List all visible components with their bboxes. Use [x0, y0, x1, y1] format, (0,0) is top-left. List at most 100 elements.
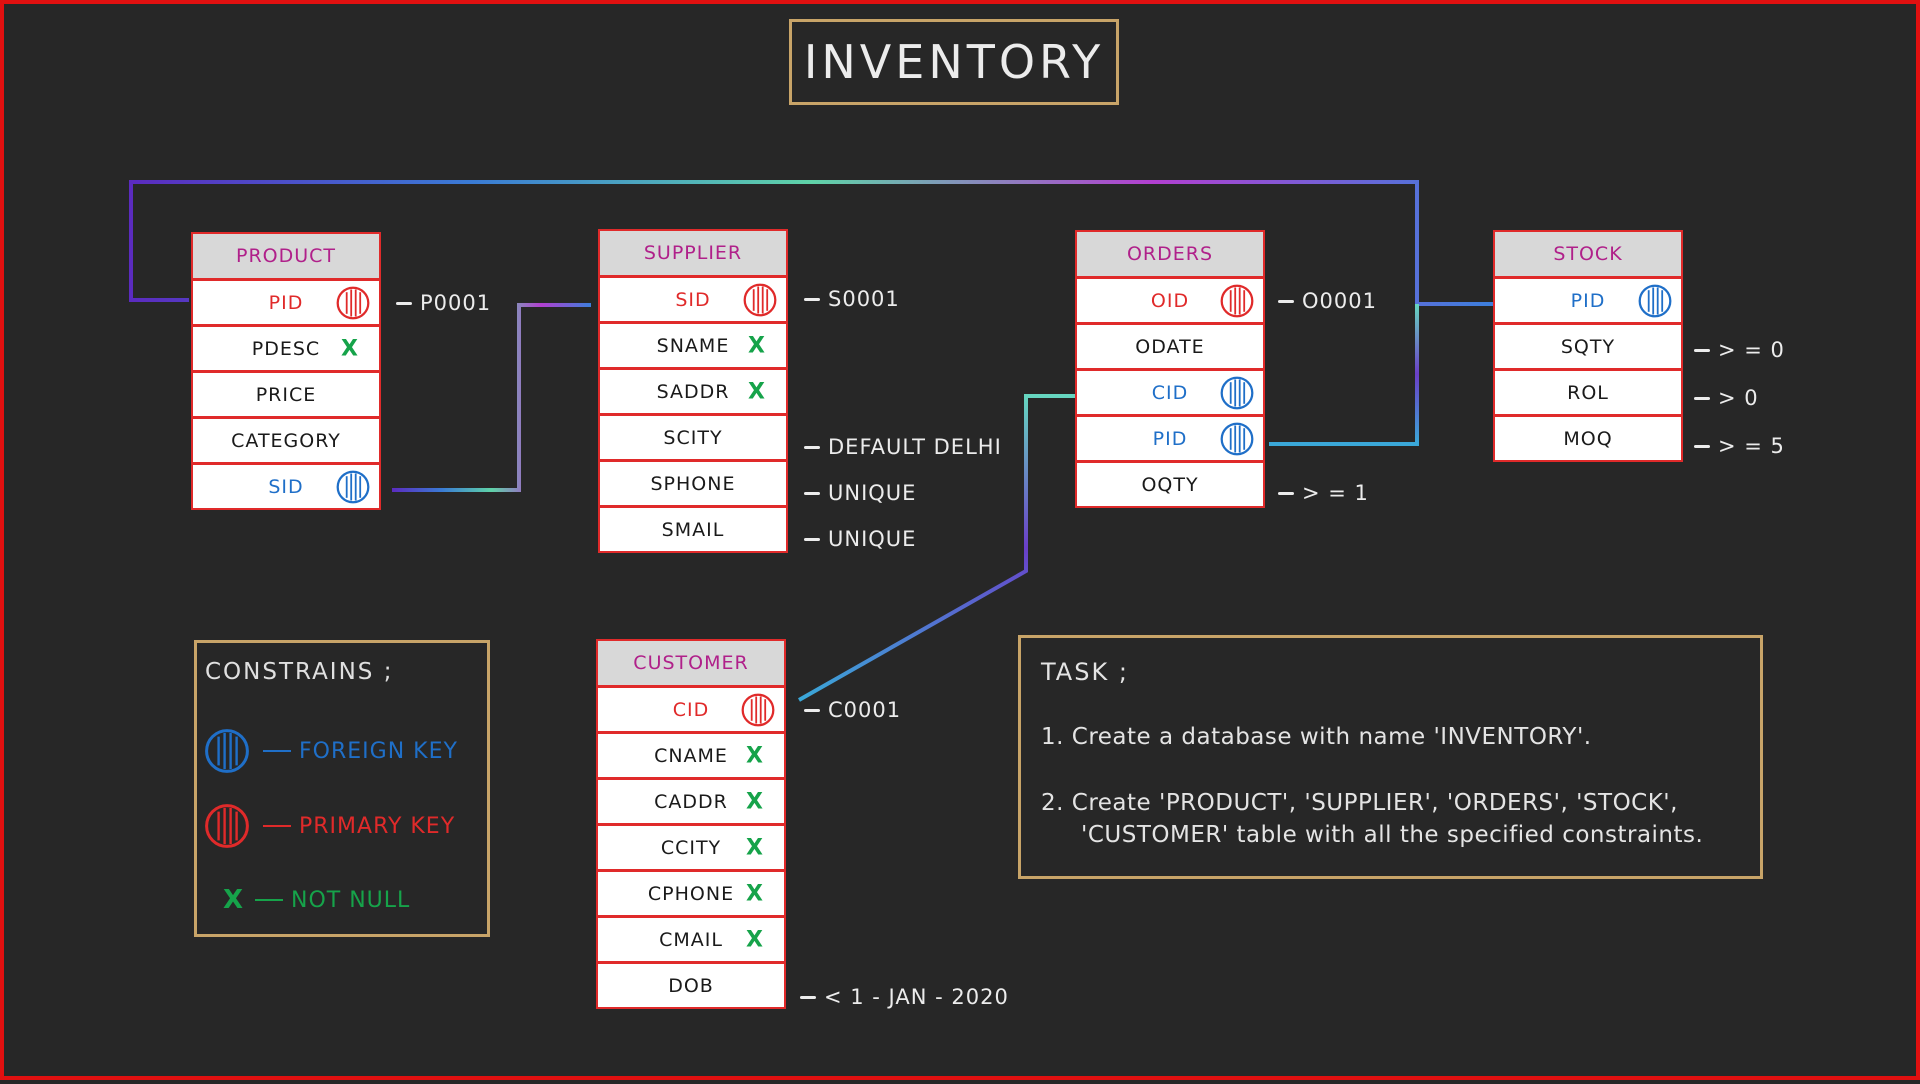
column-label: PDESC — [251, 337, 321, 360]
legend-label: PRIMARY KEY — [299, 813, 456, 839]
column-label: CPHONE — [647, 882, 735, 905]
column-cphone: CPHONE X — [598, 872, 784, 918]
column-label: SCITY — [663, 426, 723, 449]
column-label: ODATE — [1135, 335, 1205, 358]
not-null-icon: X — [748, 379, 766, 404]
table-supplier-header: SUPPLIER — [600, 231, 786, 278]
table-stock: STOCK PID SQTY ROL MOQ — [1493, 230, 1683, 462]
column-label: SMAIL — [661, 518, 725, 541]
column-label: CNAME — [654, 744, 728, 767]
legend-dash — [263, 750, 291, 752]
column-label: PRICE — [255, 383, 317, 406]
foreign-key-icon — [336, 470, 370, 503]
note-stock-sqty: > = 0 — [1694, 338, 1785, 362]
note-stock-rol: > 0 — [1694, 386, 1759, 410]
legend-foreign-key: FOREIGN KEY — [203, 727, 458, 775]
column-sname: SNAME X — [600, 324, 786, 370]
column-cmail: CMAIL X — [598, 918, 784, 964]
not-null-icon: X — [746, 789, 764, 814]
column-sid: SID — [600, 278, 786, 324]
note-orders-oqty: > = 1 — [1278, 481, 1369, 505]
column-label: SPHONE — [650, 472, 736, 495]
table-product-header: PRODUCT — [193, 234, 379, 281]
column-sphone: SPHONE — [600, 462, 786, 508]
column-price: PRICE — [193, 373, 379, 419]
not-null-icon: X — [341, 336, 359, 361]
column-label: OID — [1150, 289, 1190, 312]
constraints-legend: CONSTRAINS ; FOREIGN KEY PRIMARY KEY X N… — [194, 640, 490, 937]
column-pid: PID — [1495, 279, 1681, 325]
legend-label: NOT NULL — [291, 887, 411, 913]
not-null-icon: X — [746, 881, 764, 906]
column-rol: ROL — [1495, 371, 1681, 417]
column-pdesc: PDESC X — [193, 327, 379, 373]
column-sqty: SQTY — [1495, 325, 1681, 371]
column-pid: PID — [1077, 417, 1263, 463]
column-smail: SMAIL — [600, 508, 786, 551]
column-label: CID — [1151, 381, 1189, 404]
column-label: CCITY — [660, 836, 722, 859]
task-step-2: 2. Create 'PRODUCT', 'SUPPLIER', 'ORDERS… — [1041, 790, 1678, 816]
column-label: DOB — [668, 974, 714, 997]
primary-key-icon — [1220, 284, 1254, 317]
column-cid: CID — [1077, 371, 1263, 417]
table-customer: CUSTOMER CID CNAME X CADDR X CCITY X CPH… — [596, 639, 786, 1009]
column-ccity: CCITY X — [598, 826, 784, 872]
table-orders: ORDERS OID ODATE CID PID OQTY — [1075, 230, 1265, 508]
column-label: SNAME — [656, 334, 730, 357]
table-supplier: SUPPLIER SID SNAME X SADDR X SCITY SPHON… — [598, 229, 788, 553]
column-scity: SCITY — [600, 416, 786, 462]
task-box: TASK ; 1. Create a database with name 'I… — [1018, 635, 1763, 879]
relationship-lines — [129, 180, 1493, 702]
column-moq: MOQ — [1495, 417, 1681, 460]
column-label: CADDR — [654, 790, 728, 813]
table-orders-header: ORDERS — [1077, 232, 1263, 279]
not-null-icon: X — [746, 743, 764, 768]
column-label: CATEGORY — [231, 429, 341, 452]
note-customer-dob: < 1 - JAN - 2020 — [800, 985, 1009, 1009]
table-stock-header: STOCK — [1495, 232, 1681, 279]
link-customer-orders — [798, 394, 1076, 702]
column-cname: CNAME X — [598, 734, 784, 780]
column-caddr: CADDR X — [598, 780, 784, 826]
foreign-key-icon — [1220, 422, 1254, 455]
note-supplier-sphone: UNIQUE — [804, 481, 916, 505]
column-label: MOQ — [1563, 427, 1613, 450]
task-title: TASK ; — [1041, 658, 1129, 686]
note-product-pid: P0001 — [396, 291, 491, 315]
legend-dash — [255, 899, 283, 901]
primary-key-icon — [205, 804, 249, 848]
task-step-1: 1. Create a database with name 'INVENTOR… — [1041, 724, 1592, 750]
link-stock-product — [129, 180, 1493, 306]
column-sid: SID — [193, 465, 379, 508]
column-dob: DOB — [598, 964, 784, 1007]
note-supplier-sid: S0001 — [804, 287, 900, 311]
not-null-icon: X — [223, 885, 245, 915]
column-label: SID — [675, 288, 711, 311]
legend-not-null: X NOT NULL — [223, 885, 410, 915]
column-label: PID — [1152, 427, 1188, 450]
not-null-icon: X — [746, 927, 764, 952]
column-label: PID — [268, 291, 304, 314]
column-oqty: OQTY — [1077, 463, 1263, 506]
table-customer-header: CUSTOMER — [598, 641, 784, 688]
note-customer-cid: C0001 — [804, 698, 901, 722]
link-product-sid-supplier — [392, 303, 591, 492]
foreign-key-icon — [1638, 284, 1672, 317]
foreign-key-icon — [1220, 376, 1254, 409]
column-label: PID — [1570, 289, 1606, 312]
column-cid: CID — [598, 688, 784, 734]
legend-title: CONSTRAINS ; — [205, 659, 394, 685]
note-supplier-scity: DEFAULT DELHI — [804, 435, 1002, 459]
legend-label: FOREIGN KEY — [299, 738, 458, 764]
note-stock-moq: > = 5 — [1694, 434, 1785, 458]
note-orders-oid: O0001 — [1278, 289, 1377, 313]
legend-dash — [263, 825, 291, 827]
column-label: SID — [268, 475, 304, 498]
column-label: CMAIL — [659, 928, 723, 951]
legend-primary-key: PRIMARY KEY — [203, 802, 455, 850]
column-odate: ODATE — [1077, 325, 1263, 371]
column-pid: PID — [193, 281, 379, 327]
column-label: ROL — [1567, 381, 1609, 404]
link-orders-pid-stock — [1269, 304, 1419, 446]
